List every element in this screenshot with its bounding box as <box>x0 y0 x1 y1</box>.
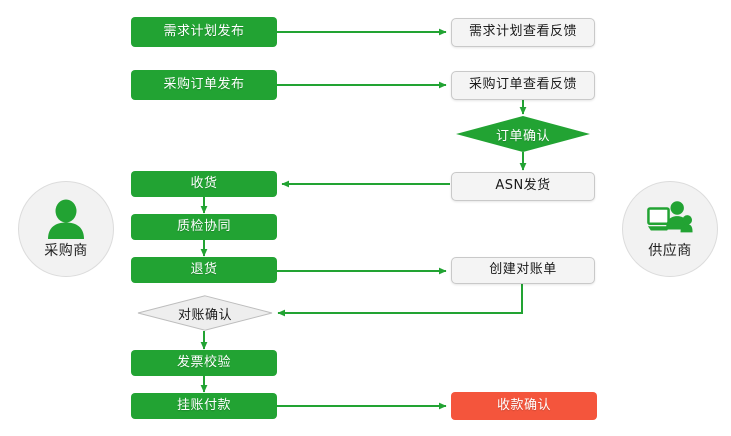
node-return-goods[interactable]: 退货 <box>131 257 277 283</box>
node-payable-payment[interactable]: 挂账付款 <box>131 393 277 419</box>
node-receipt-confirm[interactable]: 收款确认 <box>451 392 597 420</box>
node-statement-confirm[interactable]: 对账确认 <box>137 295 273 331</box>
person-icon <box>48 199 84 239</box>
node-invoice-verify[interactable]: 发票校验 <box>131 350 277 376</box>
node-demand-plan-publish[interactable]: 需求计划发布 <box>131 17 277 47</box>
node-asn-shipment[interactable]: ASN发货 <box>451 172 595 201</box>
node-quality-collab[interactable]: 质检协同 <box>131 214 277 240</box>
actor-supplier[interactable]: 供应商 <box>622 181 718 277</box>
node-create-statement[interactable]: 创建对账单 <box>451 257 595 284</box>
node-po-publish[interactable]: 采购订单发布 <box>131 70 277 100</box>
node-po-feedback[interactable]: 采购订单查看反馈 <box>451 71 595 100</box>
actor-supplier-label: 供应商 <box>648 242 692 259</box>
actor-buyer-label: 采购商 <box>44 242 88 259</box>
node-receive-goods[interactable]: 收货 <box>131 171 277 197</box>
node-order-confirm-label: 订单确认 <box>495 128 550 144</box>
edge-statement-to-confirm <box>277 284 523 317</box>
node-demand-plan-feedback[interactable]: 需求计划查看反馈 <box>451 18 595 47</box>
actor-buyer[interactable]: 采购商 <box>18 181 114 277</box>
person-with-computer-icon <box>647 200 693 232</box>
node-order-confirm[interactable]: 订单确认 <box>456 116 590 152</box>
node-statement-confirm-label: 对账确认 <box>177 307 232 323</box>
